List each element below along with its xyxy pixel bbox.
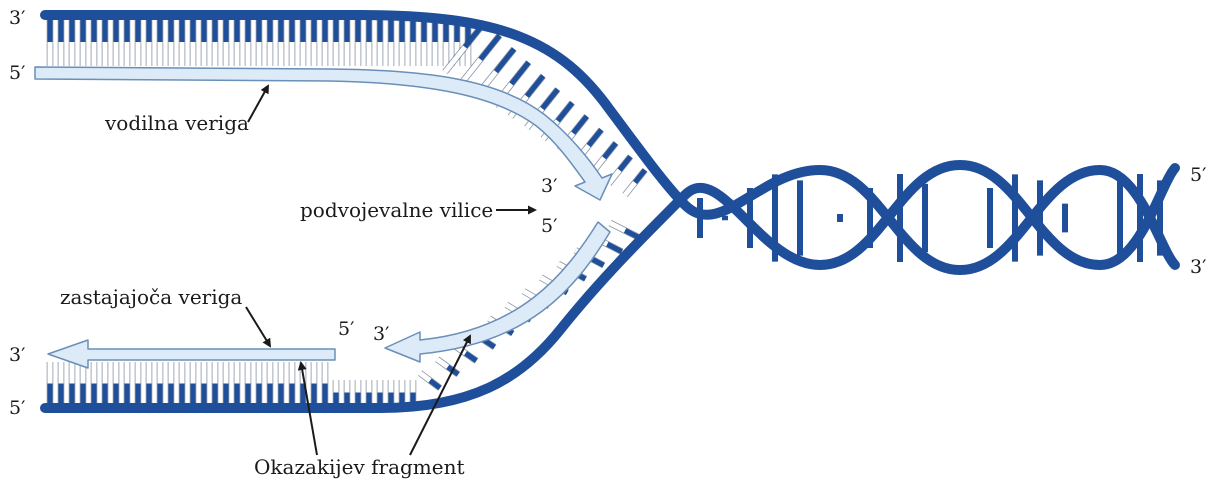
lagging-pointer: [246, 307, 270, 346]
base-pair: [609, 157, 631, 184]
end-right-upper: 5′: [1190, 164, 1206, 186]
end-top-left-upper: 3′: [9, 7, 25, 29]
okazaki-fragment-near-fork: [385, 222, 610, 362]
base-pair: [610, 223, 640, 238]
lagging-strand-label: zastajajoča veriga: [60, 285, 242, 309]
end-lagging-new-3: 3′: [373, 323, 389, 345]
end-bottom-left-lower: 5′: [9, 397, 25, 419]
leading-strand-label: vodilna veriga: [104, 111, 249, 135]
leading-pointer: [248, 86, 268, 122]
okazaki-fragment-label: Okazakijev fragment: [254, 455, 465, 479]
end-fork-upper: 3′: [541, 175, 557, 197]
end-fork-lower: 5′: [541, 215, 557, 237]
end-top-left-lower: 5′: [9, 62, 25, 84]
replication-fork-label: podvojevalne vilice: [300, 198, 493, 222]
end-lagging-new-5: 5′: [338, 318, 354, 340]
end-bottom-left-upper: 3′: [9, 344, 25, 366]
base-pair: [420, 373, 440, 388]
base-pair: [625, 170, 645, 195]
end-right-lower: 3′: [1190, 256, 1206, 278]
